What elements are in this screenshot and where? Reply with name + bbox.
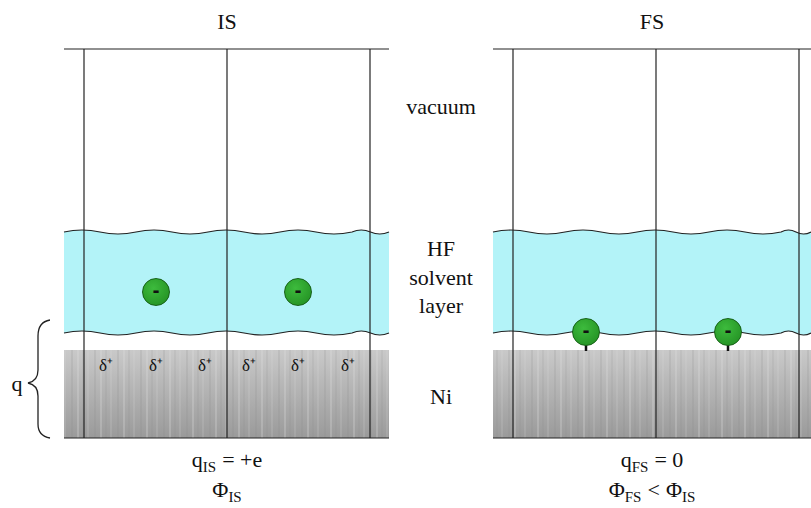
subscript: IS: [228, 489, 241, 505]
charge-mark: δ⁺: [341, 357, 355, 376]
formula-text: Φ: [666, 477, 682, 502]
formula-text: = 0: [654, 447, 683, 472]
formula-text: Φ: [212, 477, 228, 502]
anion-circle: -: [714, 318, 742, 346]
wavy-boundary: [493, 331, 811, 335]
formula-text: <: [647, 477, 659, 502]
wavy-boundary: [493, 230, 811, 234]
cell-boundary: [655, 49, 656, 438]
formula: qIS = +e: [192, 448, 262, 476]
subscript: FS: [632, 459, 649, 475]
formula: ΦIS: [212, 478, 241, 506]
cell-boundary: [226, 49, 227, 438]
cell-top: [493, 48, 811, 49]
formula-text: q: [192, 447, 203, 472]
region-label: Ni: [430, 385, 452, 409]
subscript: IS: [203, 459, 216, 475]
cell-boundary: [512, 49, 513, 438]
hf-solvent-band: [493, 230, 811, 333]
cell-bottom: [493, 437, 811, 438]
cell-boundary: [369, 49, 370, 438]
formula: ΦFS<ΦIS: [609, 478, 696, 506]
charge-sign: -: [582, 323, 589, 340]
anion-circle: -: [572, 318, 600, 346]
cell-boundary: [798, 49, 799, 438]
charge-mark: δ⁺: [291, 357, 305, 376]
cell-boundary: [83, 49, 84, 438]
formula-text: = +e: [222, 447, 262, 472]
region-label: HF solvent layer: [399, 235, 483, 321]
formula: qFS = 0: [621, 448, 684, 476]
band-edge-fill: [493, 329, 811, 335]
anion-circle: -: [142, 278, 170, 306]
charge-mark: δ⁺: [149, 357, 163, 376]
nickel-texture: [493, 350, 811, 438]
curly-brace: [28, 320, 50, 438]
charge-mark: δ⁺: [198, 357, 212, 376]
charge-sign: -: [152, 283, 159, 300]
region-label: vacuum: [406, 95, 476, 119]
panel-title: FS: [640, 10, 664, 34]
anion-circle: -: [284, 278, 312, 306]
charge-sign: -: [724, 323, 731, 340]
subscript: FS: [625, 489, 642, 505]
formula-text: Φ: [609, 477, 625, 502]
charge-sign: -: [294, 283, 301, 300]
subscript: IS: [682, 489, 695, 505]
charge-mark: δ⁺: [242, 357, 256, 376]
bracket-label: q: [12, 372, 23, 396]
formula-text: q: [621, 447, 632, 472]
panel-title: IS: [217, 10, 237, 34]
nickel-slab: [493, 350, 811, 438]
charge-mark: δ⁺: [99, 357, 113, 376]
